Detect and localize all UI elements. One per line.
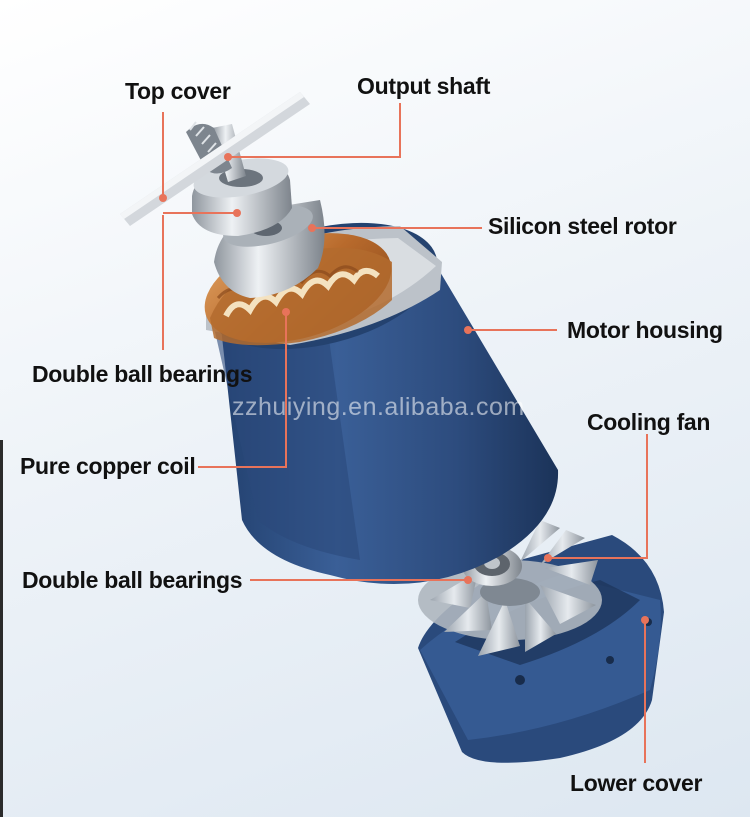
leader-pure-copper-coil xyxy=(198,312,287,468)
label-double-ball-bearings-upper: Double ball bearings xyxy=(32,361,253,387)
leader-output-shaft xyxy=(228,103,401,158)
label-lower-cover: Lower cover xyxy=(570,770,703,796)
watermark-text: zzhuiying.en.alibaba.com xyxy=(232,393,525,421)
chuck-key-rod xyxy=(120,92,310,226)
leader-cooling-fan xyxy=(548,434,648,559)
label-silicon-steel-rotor: Silicon steel rotor xyxy=(488,213,677,239)
label-top-cover: Top cover xyxy=(125,78,231,104)
label-cooling-fan: Cooling fan xyxy=(587,409,711,435)
left-edge-line xyxy=(0,440,3,817)
label-pure-copper-coil: Pure copper coil xyxy=(20,453,196,479)
leader-dots xyxy=(159,153,649,624)
label-output-shaft: Output shaft xyxy=(357,73,491,99)
leader-lines xyxy=(162,103,648,763)
label-double-ball-bearings-lower: Double ball bearings xyxy=(22,567,243,593)
label-motor-housing: Motor housing xyxy=(567,317,723,343)
